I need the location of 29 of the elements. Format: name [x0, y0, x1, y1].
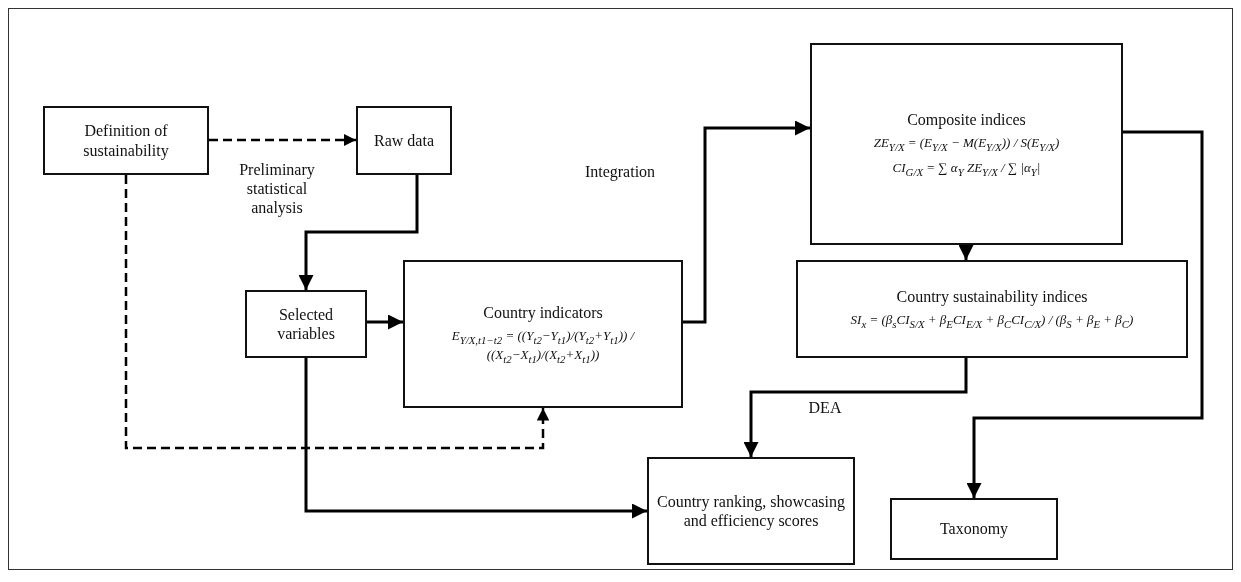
box-title: Country indicators	[483, 302, 603, 322]
arrow	[958, 245, 974, 260]
process-box	[890, 498, 1058, 560]
formula: CI$_{G/X}$ = ∑ α$_{Y}$ ZE$_{Y/X}$ / ∑ |α$_{Y}$|	[892, 159, 1041, 179]
box-title: Selected variables	[276, 304, 336, 344]
box-title: Taxonomy	[939, 519, 1009, 539]
process-box	[245, 290, 367, 358]
box-title: Composite indices	[907, 109, 1026, 129]
arrow	[304, 358, 647, 519]
dashed-arrow	[209, 133, 356, 147]
process-box	[810, 43, 1123, 245]
box-title: Raw data	[374, 130, 434, 151]
formula: ZE$_{Y/X}$ = (E$_{Y/X}$ − M(E$_{Y/X}$)) / S(E$_{Y/X}$)	[873, 134, 1060, 154]
process-box	[43, 106, 209, 175]
arrow	[743, 358, 968, 457]
formula: E$_{Y/X,t1−t2}$ = ((Y$_{t2}$−Y$_{t1}$)/(Y$_{t2}$+Y$_{t1}$)) / ((X$_{t2}$−X$_{t1}$)/(X$_{t2}$+X$_{t1}$))	[450, 327, 636, 366]
arrow	[367, 314, 403, 330]
arrow	[966, 130, 1204, 498]
process-box	[356, 106, 452, 175]
box-title: Country sustainability indices	[896, 287, 1088, 307]
dashed-arrow	[124, 175, 550, 450]
arrow	[683, 120, 810, 324]
process-box	[403, 260, 683, 408]
arrow	[298, 175, 419, 290]
box-title: Country ranking, showcasing and efficiency scores	[657, 491, 845, 531]
formula: SI$_{x}$ = (β$_{s}$CI$_{S/X}$ + β$_{E}$CI$_{E/X}$ + β$_{C}$CI$_{C/X}$) / (β$_{S}$ + β$_{E}$ + β$_{C}$)	[850, 312, 1134, 331]
box-title: Definition of sustainability	[82, 121, 170, 160]
process-box	[796, 260, 1188, 358]
process-box	[647, 457, 855, 565]
